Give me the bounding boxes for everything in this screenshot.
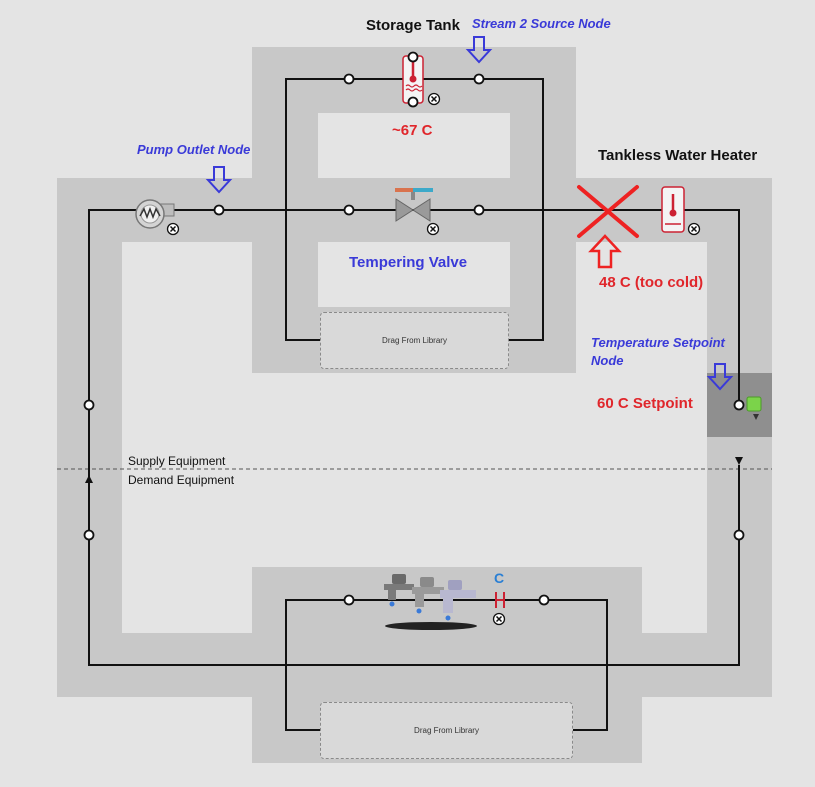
red-up-arrow-icon <box>588 234 622 269</box>
setpoint-node-arrow-icon <box>706 363 734 391</box>
tank-temperature-label: ~67 C <box>392 122 433 139</box>
setpoint-manager-icon[interactable] <box>746 396 762 420</box>
red-x-icon <box>577 185 639 238</box>
remove-valve-icon[interactable] <box>426 222 440 236</box>
water-heater-icon[interactable] <box>661 186 685 233</box>
valve-inlet-node[interactable] <box>343 204 355 216</box>
valve-outlet-node[interactable] <box>473 204 485 216</box>
drag-from-library-label: Drag From Library <box>382 336 447 345</box>
water-use-outlet-node[interactable] <box>538 594 550 606</box>
remove-water-use-icon[interactable] <box>492 612 506 626</box>
temperature-setpoint-node[interactable] <box>733 399 745 411</box>
demand-outlet-node[interactable] <box>83 529 95 541</box>
supply-equipment-label: Supply Equipment <box>128 454 226 468</box>
remove-pump-icon[interactable] <box>166 222 180 236</box>
heater-outlet-temp-label: 48 C (too cold) <box>599 274 704 291</box>
pump-outlet-node-label: Pump Outlet Node <box>137 142 251 157</box>
drag-from-library-supply[interactable]: Drag From Library <box>320 312 509 369</box>
tempering-valve-label: Tempering Valve <box>349 254 468 271</box>
remove-tank-icon[interactable] <box>427 92 441 106</box>
flow-arrow-down <box>735 457 743 465</box>
pump-outlet-node[interactable] <box>213 204 225 216</box>
cold-marker: C <box>494 570 505 586</box>
demand-equipment-label: Demand Equipment <box>128 473 235 487</box>
remove-heater-icon[interactable] <box>687 222 701 236</box>
setpoint-value-label: 60 C Setpoint <box>597 395 693 412</box>
pump-outlet-node-arrow-icon <box>205 166 233 194</box>
water-use-inlet-node[interactable] <box>343 594 355 606</box>
tankless-heater-label: Tankless Water Heater <box>598 147 758 164</box>
water-heater-tank-icon[interactable] <box>402 55 424 104</box>
stream2-source-node-arrow-icon <box>465 36 493 64</box>
temperature-setpoint-node-label-2: Node <box>591 353 624 368</box>
stream2-source-node[interactable] <box>473 73 485 85</box>
remove-badges <box>166 92 701 626</box>
water-faucets-icon[interactable] <box>384 574 505 630</box>
supply-inlet-node[interactable] <box>83 399 95 411</box>
three-way-valve-icon[interactable] <box>395 188 433 222</box>
tank-inlet-node[interactable] <box>343 73 355 85</box>
tank-source-side-node[interactable] <box>407 96 419 108</box>
tank-use-side-node[interactable] <box>407 51 419 63</box>
drag-from-library-demand[interactable]: Drag From Library <box>320 702 573 759</box>
demand-inlet-node[interactable] <box>733 529 745 541</box>
flow-arrow-up <box>85 475 93 483</box>
temperature-setpoint-node-label: Temperature Setpoint <box>591 335 725 350</box>
pump-icon[interactable] <box>135 199 175 229</box>
drag-from-library-label: Drag From Library <box>414 726 479 735</box>
storage-tank-label: Storage Tank <box>366 17 460 34</box>
stream2-source-node-label: Stream 2 Source Node <box>472 16 611 31</box>
